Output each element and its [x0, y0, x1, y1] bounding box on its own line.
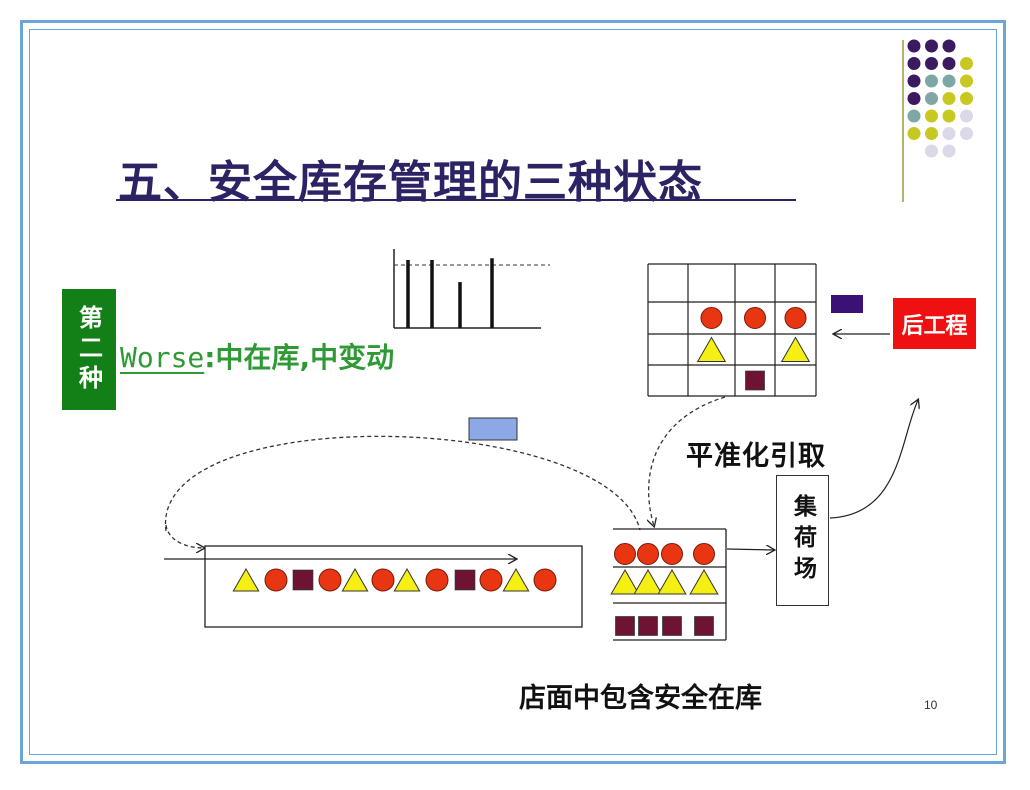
decoration-dot — [907, 39, 921, 53]
decoration-dot — [942, 92, 956, 105]
store-caption: 店面中包含安全在库 — [519, 683, 762, 714]
decoration-dot — [925, 74, 938, 88]
side-label-second-type: 第二种 — [62, 289, 116, 410]
square-item — [638, 616, 658, 636]
decoration-dot — [907, 74, 921, 88]
circle-item — [264, 568, 288, 592]
dot-grid-decoration — [907, 39, 973, 158]
decoration-dot — [942, 109, 956, 123]
decoration-dot — [925, 144, 938, 158]
kanban-card-icon — [468, 417, 518, 441]
condition-detail: :中在库,中变动 — [204, 341, 395, 374]
triangle-item — [696, 336, 727, 362]
decoration-dot — [907, 109, 921, 123]
circulation-dashed-loop — [165, 435, 641, 532]
arrow-up-icon — [829, 400, 918, 519]
circle-item — [744, 307, 766, 329]
loop-entry-arrow — [165, 524, 204, 548]
decoration-dot — [942, 144, 956, 158]
page-number: 10 — [924, 698, 938, 712]
decoration-dot — [925, 39, 938, 53]
circle-item — [318, 568, 342, 592]
square-item — [662, 616, 682, 636]
leveling-pull-label: 平准化引取 — [686, 441, 826, 472]
decoration-dot — [925, 109, 938, 123]
back-process-label: 后工程 — [893, 298, 976, 349]
circle-item — [425, 568, 449, 592]
decoration-dot — [942, 74, 956, 88]
decoration-dot — [960, 92, 973, 105]
square-item — [694, 616, 714, 636]
decoration-dot — [942, 127, 956, 140]
decoration-dot — [942, 57, 956, 70]
triangle-item — [502, 567, 530, 592]
square-item — [292, 569, 314, 591]
variation-bar-chart — [393, 249, 550, 329]
back-process-grid — [647, 263, 817, 397]
decoration-dot — [960, 109, 973, 123]
condition-text: Worse:中在库,中变动 — [120, 336, 394, 376]
triangle-item — [610, 568, 640, 595]
decoration-dot — [907, 57, 921, 70]
condition-label: Worse — [120, 341, 205, 374]
decoration-dot — [907, 92, 921, 105]
triangle-item — [341, 567, 369, 592]
decoration-dot — [925, 127, 938, 140]
square-item — [454, 569, 476, 591]
circle-item — [479, 568, 503, 592]
circle-item — [661, 543, 683, 565]
circle-item — [533, 568, 557, 592]
decoration-dot — [925, 92, 938, 105]
circle-item — [700, 307, 723, 329]
circle-item — [693, 543, 715, 565]
circle-item — [371, 568, 395, 592]
triangle-item — [780, 336, 811, 362]
gathering-area-box: 集荷场 — [776, 475, 829, 606]
kanban-card-icon — [831, 295, 863, 313]
slide-outer-frame — [20, 20, 1006, 764]
circle-item — [614, 543, 636, 565]
leveling-pull-dashed-arrow — [649, 396, 726, 526]
triangle-item — [633, 568, 663, 595]
decoration-dot — [942, 39, 956, 53]
triangle-item — [232, 567, 260, 592]
square-item — [745, 370, 765, 391]
shelf-to-gather-arrow — [726, 549, 774, 550]
triangle-item — [657, 568, 687, 595]
decoration-dot — [960, 74, 973, 88]
triangle-item — [689, 568, 719, 595]
decoration-dot — [925, 57, 938, 70]
store-shelf — [610, 528, 727, 641]
circle-item — [637, 543, 659, 565]
decoration-dot — [907, 127, 921, 140]
title-underline — [116, 199, 796, 201]
circle-item — [784, 307, 807, 329]
square-item — [615, 616, 635, 636]
triangle-item — [393, 567, 421, 592]
decoration-dot — [960, 57, 973, 70]
slide-inner-frame — [29, 29, 997, 755]
decoration-dot — [960, 127, 973, 140]
